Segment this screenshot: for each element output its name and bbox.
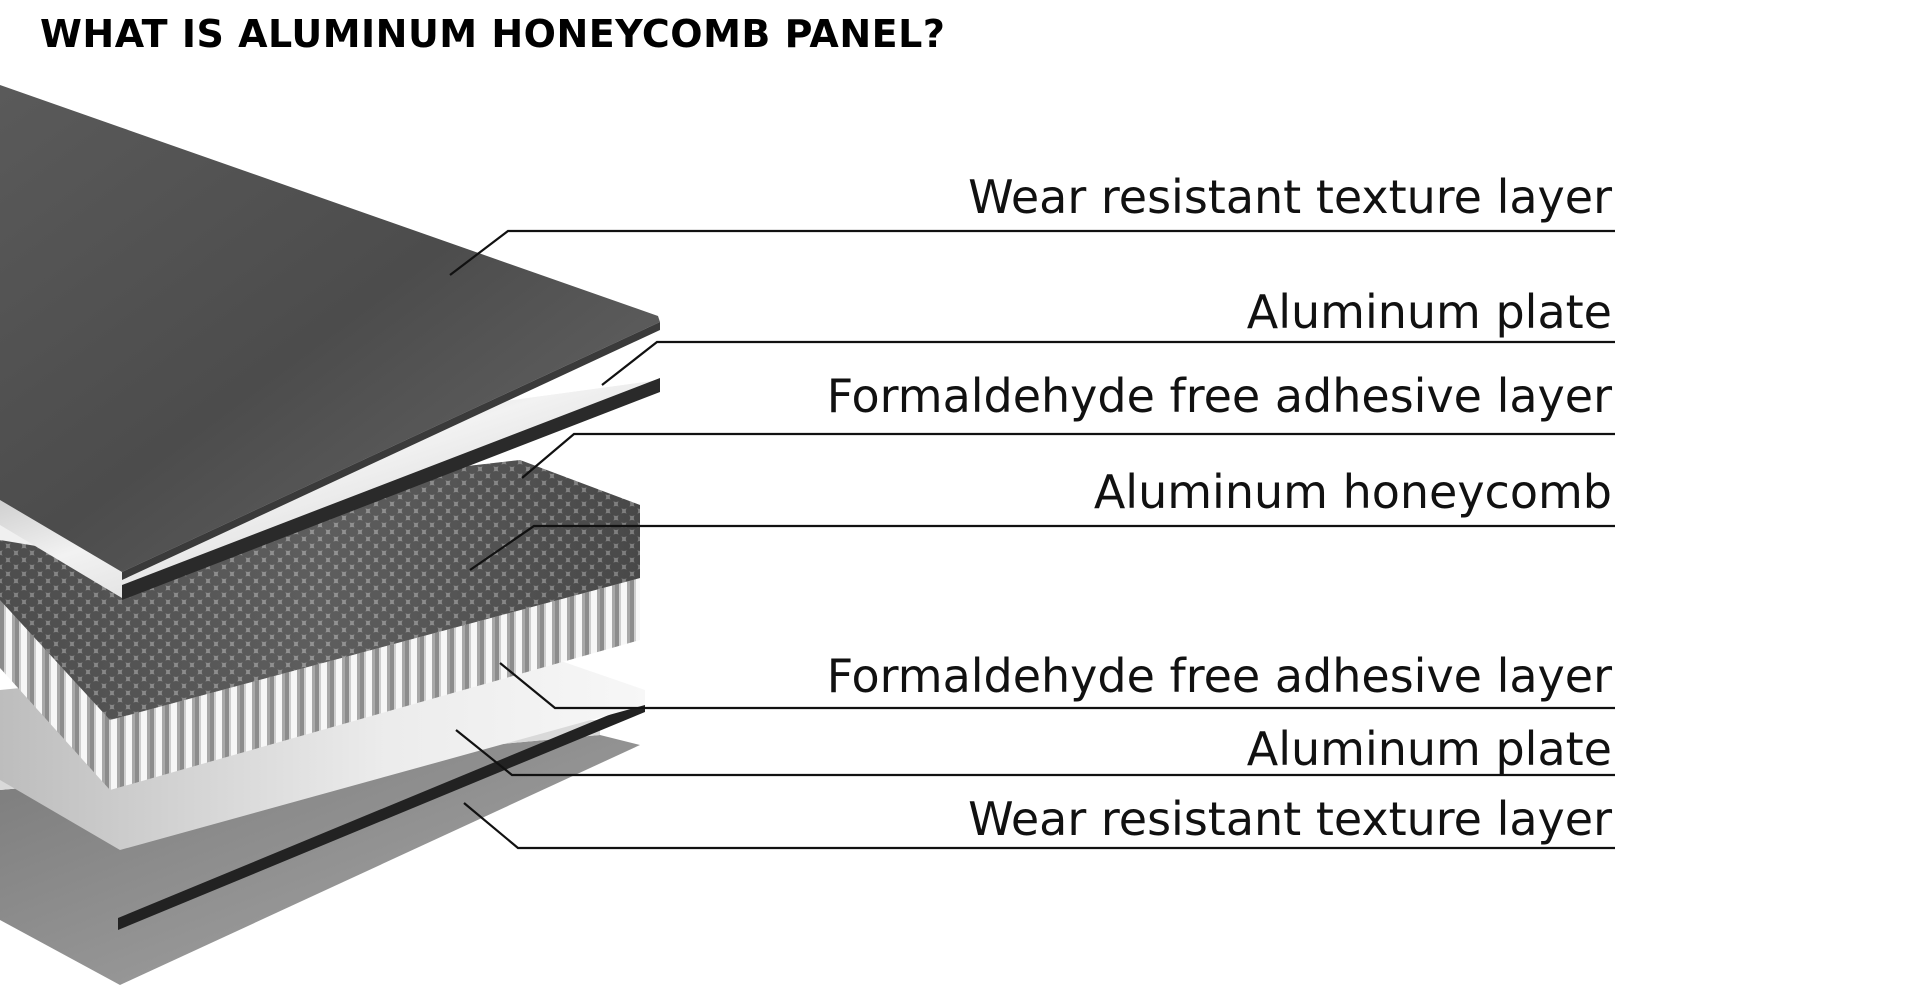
leader-line (455, 729, 1615, 777)
label-top-texture-layer: Wear resistant texture layer (968, 170, 1612, 224)
label-top-aluminum-plate: Aluminum plate (1247, 285, 1612, 339)
label-bottom-texture-layer: Wear resistant texture layer (968, 792, 1612, 846)
bottom-aluminum-plate-edge (118, 700, 645, 930)
leader-line (521, 432, 1615, 479)
leader-line (463, 802, 1615, 850)
leader-line (601, 340, 1615, 386)
label-bottom-aluminum-plate: Aluminum plate (1247, 722, 1612, 776)
leader-line (499, 662, 1615, 710)
honeycomb-side-face (0, 578, 640, 790)
leader-line (469, 524, 1615, 571)
leader-lines (449, 229, 1615, 850)
top-aluminum-plate-edge (122, 378, 660, 600)
label-aluminum-honeycomb: Aluminum honeycomb (1094, 465, 1612, 519)
page-title: WHAT IS ALUMINUM HONEYCOMB PANEL? (40, 12, 946, 56)
leader-line (449, 229, 1615, 276)
layer-labels: Wear resistant texture layer Aluminum pl… (827, 170, 1612, 846)
label-top-adhesive-layer: Formaldehyde free adhesive layer (827, 369, 1612, 423)
top-texture-layer (0, 85, 660, 572)
label-bottom-adhesive-layer: Formaldehyde free adhesive layer (827, 649, 1612, 703)
